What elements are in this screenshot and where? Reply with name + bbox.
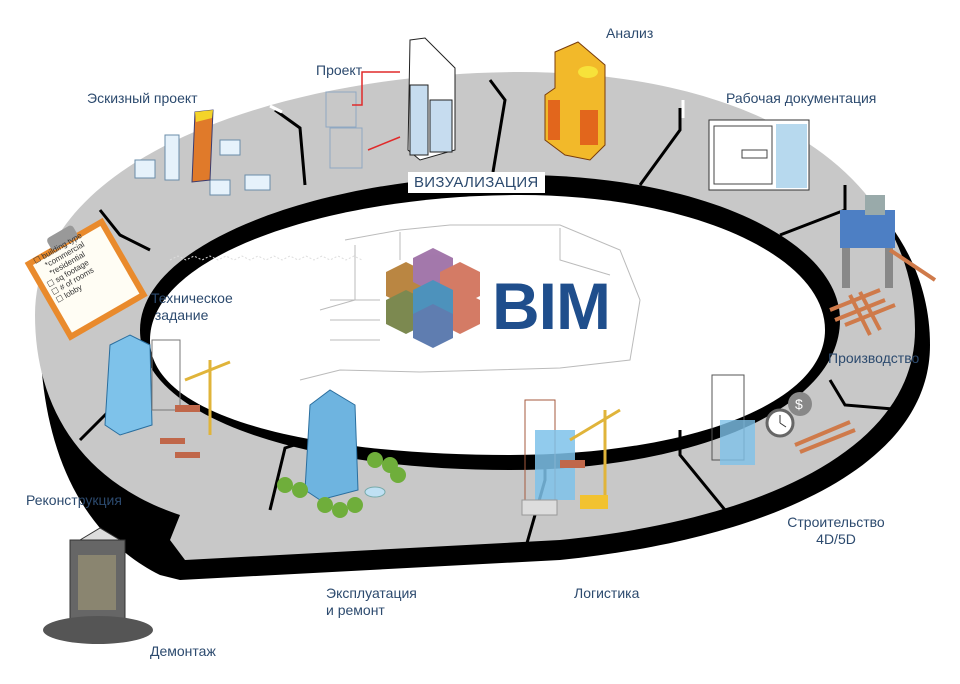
stage-label-operation: Эксплуатация и ремонт [326, 585, 417, 619]
bim-cube-logo-icon [386, 248, 480, 348]
floor-plan-icon [708, 119, 810, 191]
stage-label-design: Проект [316, 62, 363, 78]
building-sketch-icon [299, 224, 641, 381]
stage-label-renovation: Реконструкция [26, 492, 122, 508]
stage-label-concept: Эскизный проект [87, 90, 198, 106]
stage-label-docs: Рабочая документация [726, 90, 877, 106]
stage-label-operation-line1: Эксплуатация [326, 585, 417, 601]
stage-label-construction: Строительство 4D/5D [786, 514, 886, 548]
construction-time-cost-icon: $ [711, 374, 856, 465]
stage-label-brief: Техническое задание [151, 290, 233, 324]
stage-label-logistics: Логистика [574, 585, 640, 601]
stage-label-analysis: Анализ [606, 25, 654, 41]
stage-label-construction-line1: Строительство [787, 514, 885, 530]
logistics-crane-icon [521, 399, 621, 516]
ring-hole [150, 195, 825, 455]
svg-text:$: $ [795, 396, 803, 412]
stage-label-operation-line2: и ремонт [326, 602, 385, 618]
stage-label-demolition: Демонтаж [150, 643, 216, 659]
design-tower-icon [325, 37, 456, 169]
operation-building-park-icon [277, 389, 406, 518]
bim-title: BIM [492, 269, 611, 343]
stage-label-brief-line1: Техническое [151, 290, 233, 306]
concept-massing-icon [134, 109, 271, 196]
stage-label-fabrication: Производство [828, 350, 920, 366]
analysis-heatmap-tower-icon [544, 41, 606, 161]
demolition-ruins-icon [43, 527, 153, 644]
renovation-crane-icon [104, 334, 231, 458]
stage-label-brief-line2: задание [151, 307, 209, 323]
visualization-label: ВИЗУАЛИЗАЦИЯ [408, 172, 545, 193]
stage-label-construction-line2: 4D/5D [816, 531, 856, 547]
fabrication-machine-icon [829, 195, 937, 336]
clipboard-brief-icon [24, 217, 148, 341]
